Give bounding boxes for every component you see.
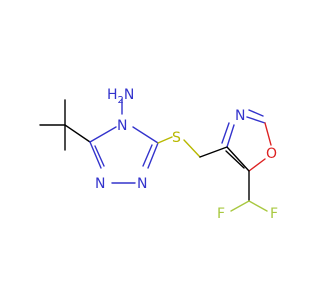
bond-o1-c5 — [248, 158, 266, 172]
triazole-ring — [89, 98, 159, 184]
molecule-canvas: H2N N N N S N O F F — [39, 87, 279, 222]
bond-c5-c4 — [226, 146, 250, 172]
bond-c5-n1 — [89, 141, 102, 169]
molecule-structure: H2N N N N S N O F F — [39, 87, 279, 222]
tert-butyl-group — [39, 99, 91, 151]
oxazole-o-label: O — [266, 146, 277, 162]
bond-c2-o1 — [264, 122, 272, 146]
bond-ch2-oxazole — [199, 146, 228, 158]
bond-s-ch2 — [183, 139, 201, 158]
amine-label: H2N — [107, 87, 134, 106]
triazole-n2-label: N — [137, 176, 147, 192]
bond-n2-c3-double — [142, 144, 153, 167]
bond-c-f1 — [230, 200, 250, 212]
oxazole-ring — [221, 109, 272, 172]
bond-c-f2 — [248, 200, 268, 212]
bond-c3-s — [157, 136, 173, 144]
bond-n3-c2 — [246, 116, 266, 124]
sulfur-label: S — [172, 130, 181, 146]
bond-c5-n4 — [89, 126, 117, 143]
oxazole-n-label: N — [235, 108, 245, 124]
triazole-n4-label: N — [117, 118, 127, 134]
difluoromethyl-group — [230, 170, 268, 212]
fluorine-1-label: F — [217, 206, 225, 222]
bond-n3-c2-double — [248, 109, 264, 117]
bond-c-ring — [64, 124, 91, 143]
bond-n2-c3 — [147, 142, 159, 169]
fluorine-2-label: F — [270, 206, 278, 222]
triazole-n1-label: N — [95, 176, 105, 192]
bond-c5-n1-double — [94, 145, 105, 167]
bond-c4-n3 — [226, 124, 235, 148]
thioether-linker — [157, 136, 228, 158]
bond-c4-n3-double — [221, 122, 230, 144]
bond-c5-c4-inner — [225, 150, 245, 169]
bond-c3-n4 — [132, 126, 159, 144]
